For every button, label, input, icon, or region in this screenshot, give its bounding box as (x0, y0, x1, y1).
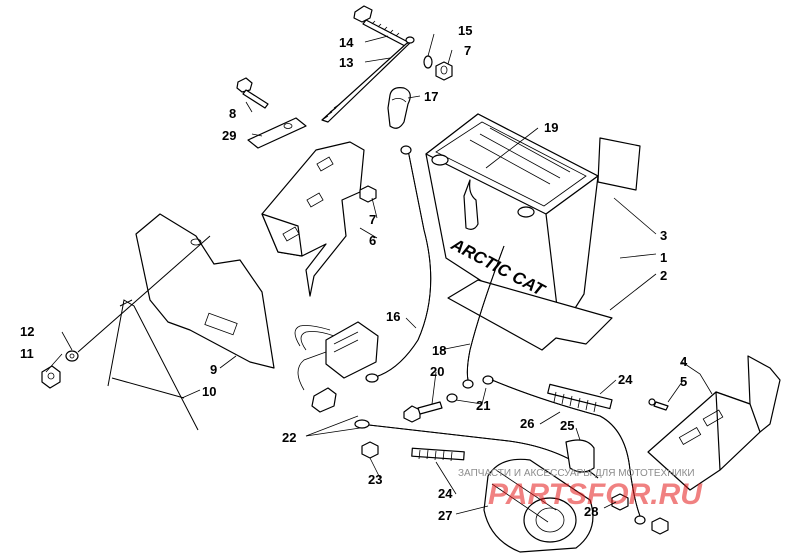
callout-24-upper: 24 (618, 372, 633, 387)
callout-12: 12 (20, 324, 34, 339)
callout-20: 20 (430, 364, 444, 379)
cable-16 (365, 145, 432, 383)
callout-13: 13 (339, 55, 353, 70)
wing-nut-11 (41, 365, 61, 389)
bracket-4 (647, 355, 781, 491)
sleeve-24-lower (411, 447, 465, 462)
callout-16: 16 (386, 309, 400, 324)
nut-7-mid (359, 185, 377, 203)
nut-23 (361, 441, 379, 459)
nut-28 (611, 493, 629, 511)
starter-solenoid-27 (483, 458, 594, 553)
callout-1: 1 (660, 250, 667, 265)
battery-bracket-6 (261, 141, 365, 297)
callout-2: 2 (660, 268, 667, 283)
callout-11: 11 (20, 346, 34, 361)
rod-13 (321, 36, 415, 123)
cable-18 (462, 245, 505, 389)
callout-3: 3 (660, 228, 667, 243)
callout-25: 25 (560, 418, 574, 433)
callout-5: 5 (680, 374, 687, 389)
wire-harness (294, 321, 379, 413)
watermark-tagline: ЗАПЧАСТИ И АКСЕССУАРЫ ДЛЯ МОТОТЕХНИКИ (458, 468, 695, 479)
callout-14: 14 (339, 35, 354, 50)
bolt-8 (236, 77, 269, 109)
cable-26 (491, 379, 646, 525)
bolt-14 (353, 5, 409, 47)
callout-15: 15 (458, 23, 472, 38)
callout-24-lower: 24 (438, 486, 453, 501)
washer-15 (423, 55, 433, 69)
callout-19: 19 (544, 120, 558, 135)
battery-pad-3 (597, 137, 641, 191)
callout-10: 10 (202, 384, 216, 399)
callout-4: 4 (680, 354, 688, 369)
boot-25 (565, 439, 595, 473)
washer-12 (65, 350, 79, 362)
shield-panel-9 (135, 213, 275, 369)
sleeve-24-upper (547, 383, 613, 413)
callout-28: 28 (584, 504, 598, 519)
callout-6: 6 (369, 233, 376, 248)
battery-19: ARCTIC CAT (425, 113, 599, 333)
callout-27: 27 (438, 508, 452, 523)
plate-29 (247, 117, 307, 149)
stand-10 (107, 299, 199, 431)
callout-29: 29 (222, 128, 236, 143)
callout-7-mid: 7 (369, 212, 376, 227)
callout-26: 26 (520, 416, 534, 431)
callout-18: 18 (432, 343, 446, 358)
terminal-boot-17 (387, 87, 411, 129)
callout-9: 9 (210, 362, 217, 377)
callout-22: 22 (282, 430, 296, 445)
battery-pad-2 (447, 279, 613, 351)
callout-17: 17 (424, 89, 438, 104)
nut-28-b (651, 517, 669, 535)
callout-8: 8 (229, 106, 236, 121)
callout-21: 21 (476, 398, 490, 413)
watermark-brand: PARTSFOR.RU (488, 478, 703, 511)
callout-7-top: 7 (464, 43, 471, 58)
screw-5 (648, 398, 669, 411)
leader-lines (45, 33, 713, 515)
callout-23: 23 (368, 472, 382, 487)
nut-7-top (435, 61, 453, 81)
callouts: 1 2 3 4 5 6 7 7 8 9 10 11 12 13 14 15 16… (20, 23, 688, 523)
bolt-20 (403, 401, 443, 423)
